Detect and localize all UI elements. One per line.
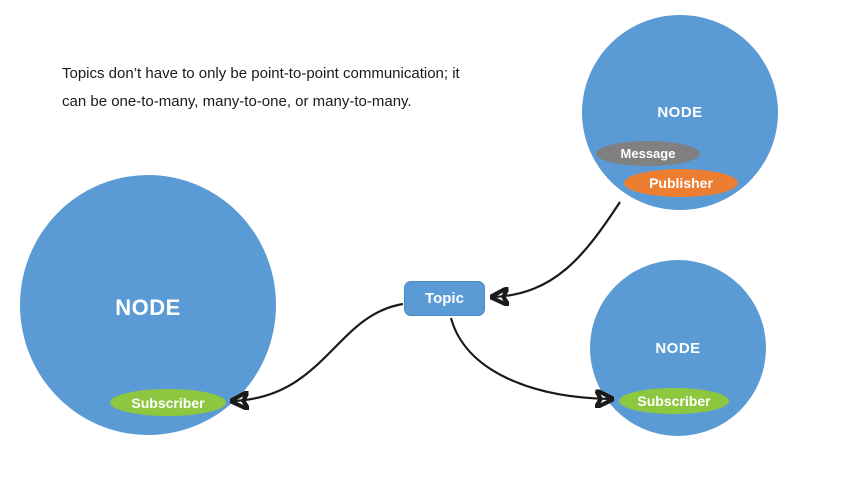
subscriber-pill-bottom-right: Subscriber bbox=[619, 388, 729, 414]
node-left-label: NODE bbox=[115, 295, 181, 320]
message-pill: Message bbox=[596, 141, 700, 166]
caption-line-1: Topics don’t have to only be point-to-po… bbox=[62, 65, 460, 82]
caption: Topics don’t have to only be point-to-po… bbox=[62, 60, 502, 116]
node-top-right-label: NODE bbox=[657, 104, 703, 121]
subscriber-pill-left: Subscriber bbox=[110, 389, 226, 416]
arrow-publisher-to-topic bbox=[492, 201, 621, 297]
publisher-pill: Publisher bbox=[624, 169, 738, 197]
caption-line-2: can be one-to-many, many-to-one, or many… bbox=[62, 93, 412, 110]
topic-box: Topic bbox=[404, 281, 485, 316]
node-bottom-right-label: NODE bbox=[655, 340, 701, 357]
arrow-topic-to-right-subscriber bbox=[449, 317, 612, 399]
